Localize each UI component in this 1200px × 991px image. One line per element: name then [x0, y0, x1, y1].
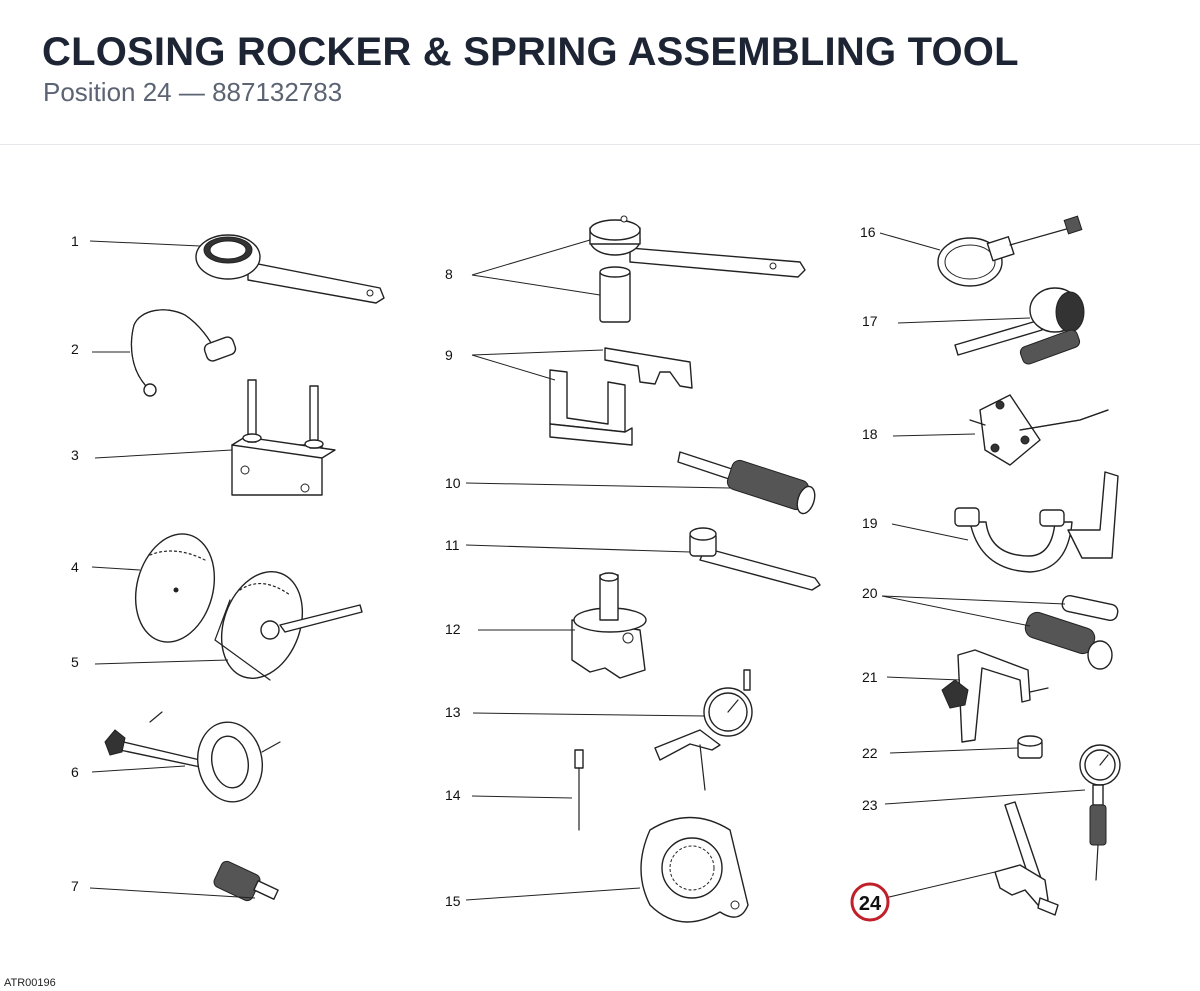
- tool-2-bent-rod: [130, 309, 237, 397]
- callout-21: 21: [862, 669, 878, 685]
- tool-10-drift-handle: [677, 451, 816, 515]
- tool-14-pin: [574, 749, 584, 831]
- callout-24: 24: [859, 893, 882, 915]
- header: CLOSING ROCKER & SPRING ASSEMBLING TOOL …: [0, 0, 1200, 145]
- tool-17-tensioner: [954, 287, 1085, 365]
- tool-11-small-wrench: [689, 527, 821, 591]
- callout-6: 6: [71, 764, 79, 780]
- tool-15-holding-ring: [640, 816, 749, 923]
- callout-19: 19: [862, 515, 878, 531]
- tool-4-degree-wheel: [134, 533, 216, 643]
- callout-1: 1: [71, 233, 79, 249]
- tool-1-ring-spanner: [195, 234, 385, 304]
- callout-2: 2: [71, 341, 79, 357]
- tool-18-stud-plate: [969, 394, 1109, 466]
- callout-4: 4: [71, 559, 79, 575]
- callout-8: 8: [445, 266, 453, 282]
- tool-13-dial-gauge: [654, 669, 753, 791]
- tool-3-stud-bracket: [231, 379, 336, 496]
- callout-9: 9: [445, 347, 453, 363]
- callout-14: 14: [445, 787, 461, 803]
- tool-23-bore-gauge: [1079, 744, 1121, 881]
- tool-21-l-bracket: [941, 649, 1049, 743]
- callout-17: 17: [862, 313, 878, 329]
- callout-11: 11: [445, 537, 460, 553]
- tool-19-c-frame: [954, 471, 1119, 573]
- callout-22: 22: [862, 745, 878, 761]
- drawing-code: ATR00196: [4, 977, 56, 989]
- tool-5-degree-wheel-arm: [214, 571, 363, 681]
- callout-18: 18: [862, 426, 878, 442]
- callout-23: 23: [862, 797, 878, 813]
- tool-7-knurled-pin: [213, 860, 279, 902]
- tool-24-closing-rocker-spring-tool: [994, 801, 1059, 916]
- callout-16: 16: [860, 224, 876, 240]
- callout-24-highlight-ring: [850, 882, 890, 922]
- callout-7: 7: [71, 878, 79, 894]
- callout-3: 3: [71, 447, 79, 463]
- callout-15: 15: [445, 893, 461, 909]
- tool-16-strap-wrench: [937, 215, 1083, 287]
- callout-20: 20: [862, 585, 878, 601]
- tool-6-ring-clamp: [104, 711, 281, 803]
- tool-8-socket-wrench: [589, 215, 806, 323]
- callout-5: 5: [71, 654, 79, 670]
- tool-22-nut: [1017, 735, 1043, 759]
- tool-20-drifts: [1024, 594, 1119, 670]
- callout-10: 10: [445, 475, 461, 491]
- tool-9-plates: [549, 347, 693, 446]
- page-subtitle: Position 24 — 887132783: [43, 77, 343, 107]
- callout-13: 13: [445, 704, 461, 720]
- page-title: CLOSING ROCKER & SPRING ASSEMBLING TOOL: [42, 30, 1019, 74]
- callout-12: 12: [445, 621, 461, 637]
- tool-12-puller-block: [571, 572, 647, 679]
